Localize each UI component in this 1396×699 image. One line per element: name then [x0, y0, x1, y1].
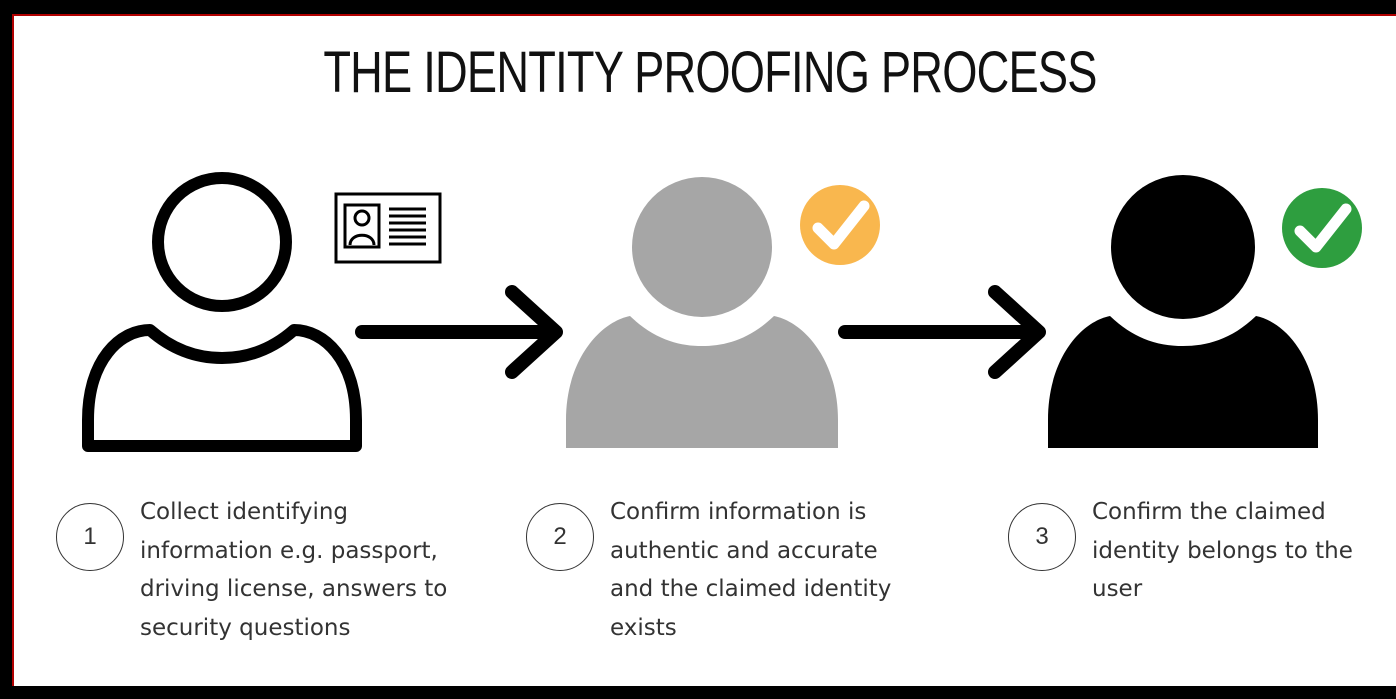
step-number-badge: 3	[1008, 503, 1076, 571]
arrow-right-icon	[838, 285, 1046, 379]
page-title: THE IDENTITY PROOFING PROCESS	[323, 40, 1097, 105]
step-2: 2 Confirm information is authentic and a…	[526, 493, 891, 647]
step-3: 3 Confirm the claimed identity belongs t…	[1008, 493, 1353, 609]
step-number-badge: 2	[526, 503, 594, 571]
person-gray-icon	[566, 177, 838, 448]
arrow-right-icon	[355, 285, 563, 379]
step-number-badge: 1	[56, 503, 124, 571]
step-description: Confirm information is authentic and acc…	[610, 499, 892, 641]
step-1: 1 Collect identifying information e.g. p…	[56, 493, 447, 647]
person-outline-icon	[82, 172, 362, 452]
step-description: Confirm the claimed identity belongs to …	[1092, 499, 1353, 602]
step-description: Collect identifying information e.g. pas…	[140, 499, 448, 641]
person-black-icon	[1048, 175, 1318, 448]
green-check-icon	[1282, 188, 1362, 268]
orange-check-icon	[800, 185, 880, 265]
id-card-icon	[334, 192, 442, 264]
